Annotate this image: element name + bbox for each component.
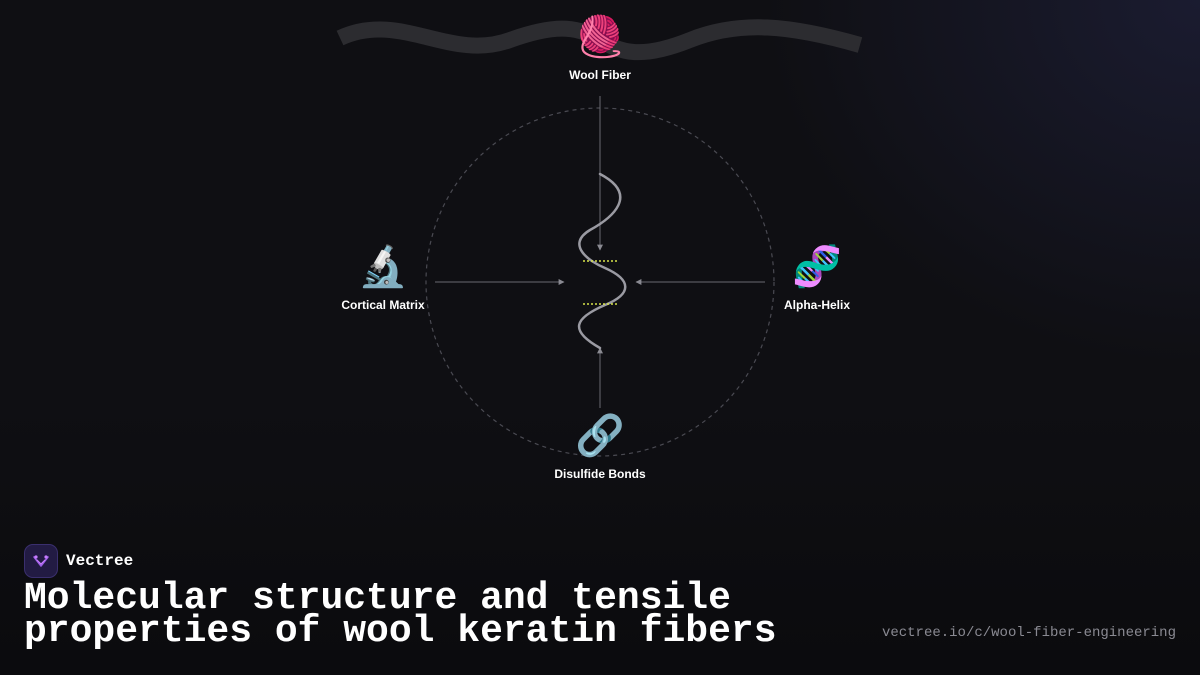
yarn-ball-icon: 🧶 [575, 15, 625, 59]
source-url: vectree.io/c/wool-fiber-engineering [881, 625, 1176, 641]
node-alpha-helix: 🧬 Alpha-Helix [784, 244, 850, 312]
brand-name: Vectree [66, 552, 134, 570]
link-icon: 🔗 [575, 414, 625, 458]
alpha-helix-strand [578, 172, 627, 350]
node-wool-fiber: 🧶 Wool Fiber [569, 14, 631, 82]
node-label: Disulfide Bonds [554, 467, 646, 481]
node-label: Cortical Matrix [341, 298, 425, 312]
structure-diagram: 🧶 Wool Fiber 🔬 Cortical Matrix 🧬 Alpha-H… [336, 14, 863, 481]
dna-icon: 🧬 [792, 245, 842, 289]
node-cortical-matrix: 🔬 Cortical Matrix [341, 244, 424, 312]
diagram-canvas [336, 19, 863, 457]
node-disulfide-bonds: 🔗 Disulfide Bonds [554, 413, 645, 481]
vectree-logo-icon [24, 544, 58, 578]
node-label: Wool Fiber [569, 68, 631, 82]
node-label: Alpha-Helix [783, 298, 851, 312]
microscope-icon: 🔬 [358, 245, 408, 289]
brand: Vectree [24, 544, 133, 578]
fiber-wave [336, 19, 863, 61]
page-title: Molecular structure and tensile properti… [24, 577, 777, 653]
